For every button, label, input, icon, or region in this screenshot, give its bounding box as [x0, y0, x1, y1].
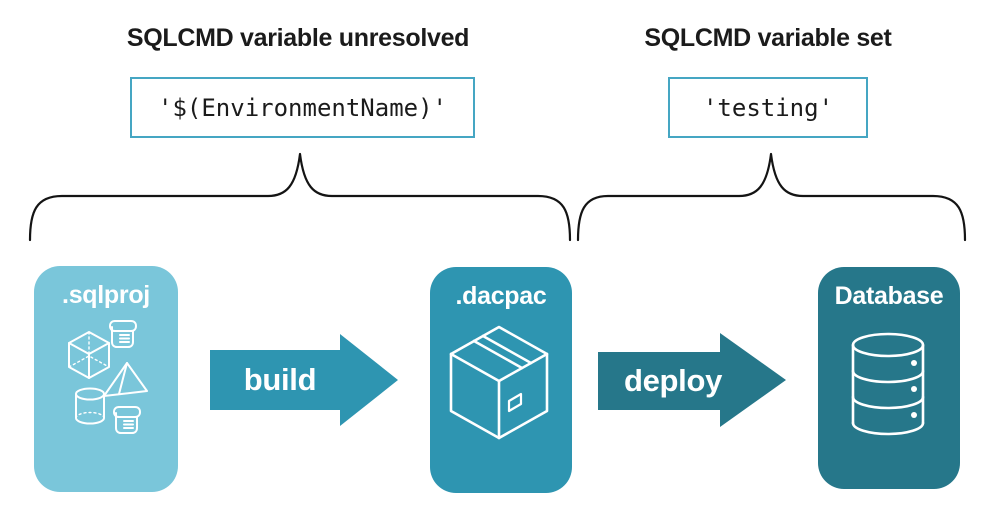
build-arrow-label: build: [243, 362, 317, 397]
code-box-environment-name: '$(EnvironmentName)': [130, 77, 475, 138]
pyramid-icon: [103, 362, 148, 397]
heading-sqlcmd-set: SQLCMD variable set: [644, 24, 892, 52]
heading-sqlcmd-unresolved: SQLCMD variable unresolved: [126, 24, 470, 52]
sql-script-icon: [109, 320, 137, 348]
cylinder-icon: [75, 387, 105, 425]
sql-project-objects-icons: [68, 320, 148, 434]
sql-script-icon: [113, 406, 141, 434]
node-dacpac-label: .dacpac: [455, 282, 547, 310]
node-database: Database: [818, 267, 960, 489]
package-box-icon: [449, 325, 549, 440]
deploy-arrow: [598, 333, 786, 427]
code-box-testing: 'testing': [668, 77, 868, 138]
cube-icon: [68, 331, 110, 379]
node-sqlproj-label: .sqlproj: [62, 281, 150, 309]
node-sqlproj: .sqlproj: [34, 266, 178, 492]
node-dacpac: .dacpac: [430, 267, 572, 493]
build-arrow: [210, 334, 398, 426]
node-database-label: Database: [834, 282, 944, 310]
database-cylinder-icon: [851, 332, 925, 436]
left-curly-brace: [28, 152, 572, 242]
right-curly-brace: [576, 152, 967, 242]
deploy-arrow-label: deploy: [623, 363, 723, 398]
